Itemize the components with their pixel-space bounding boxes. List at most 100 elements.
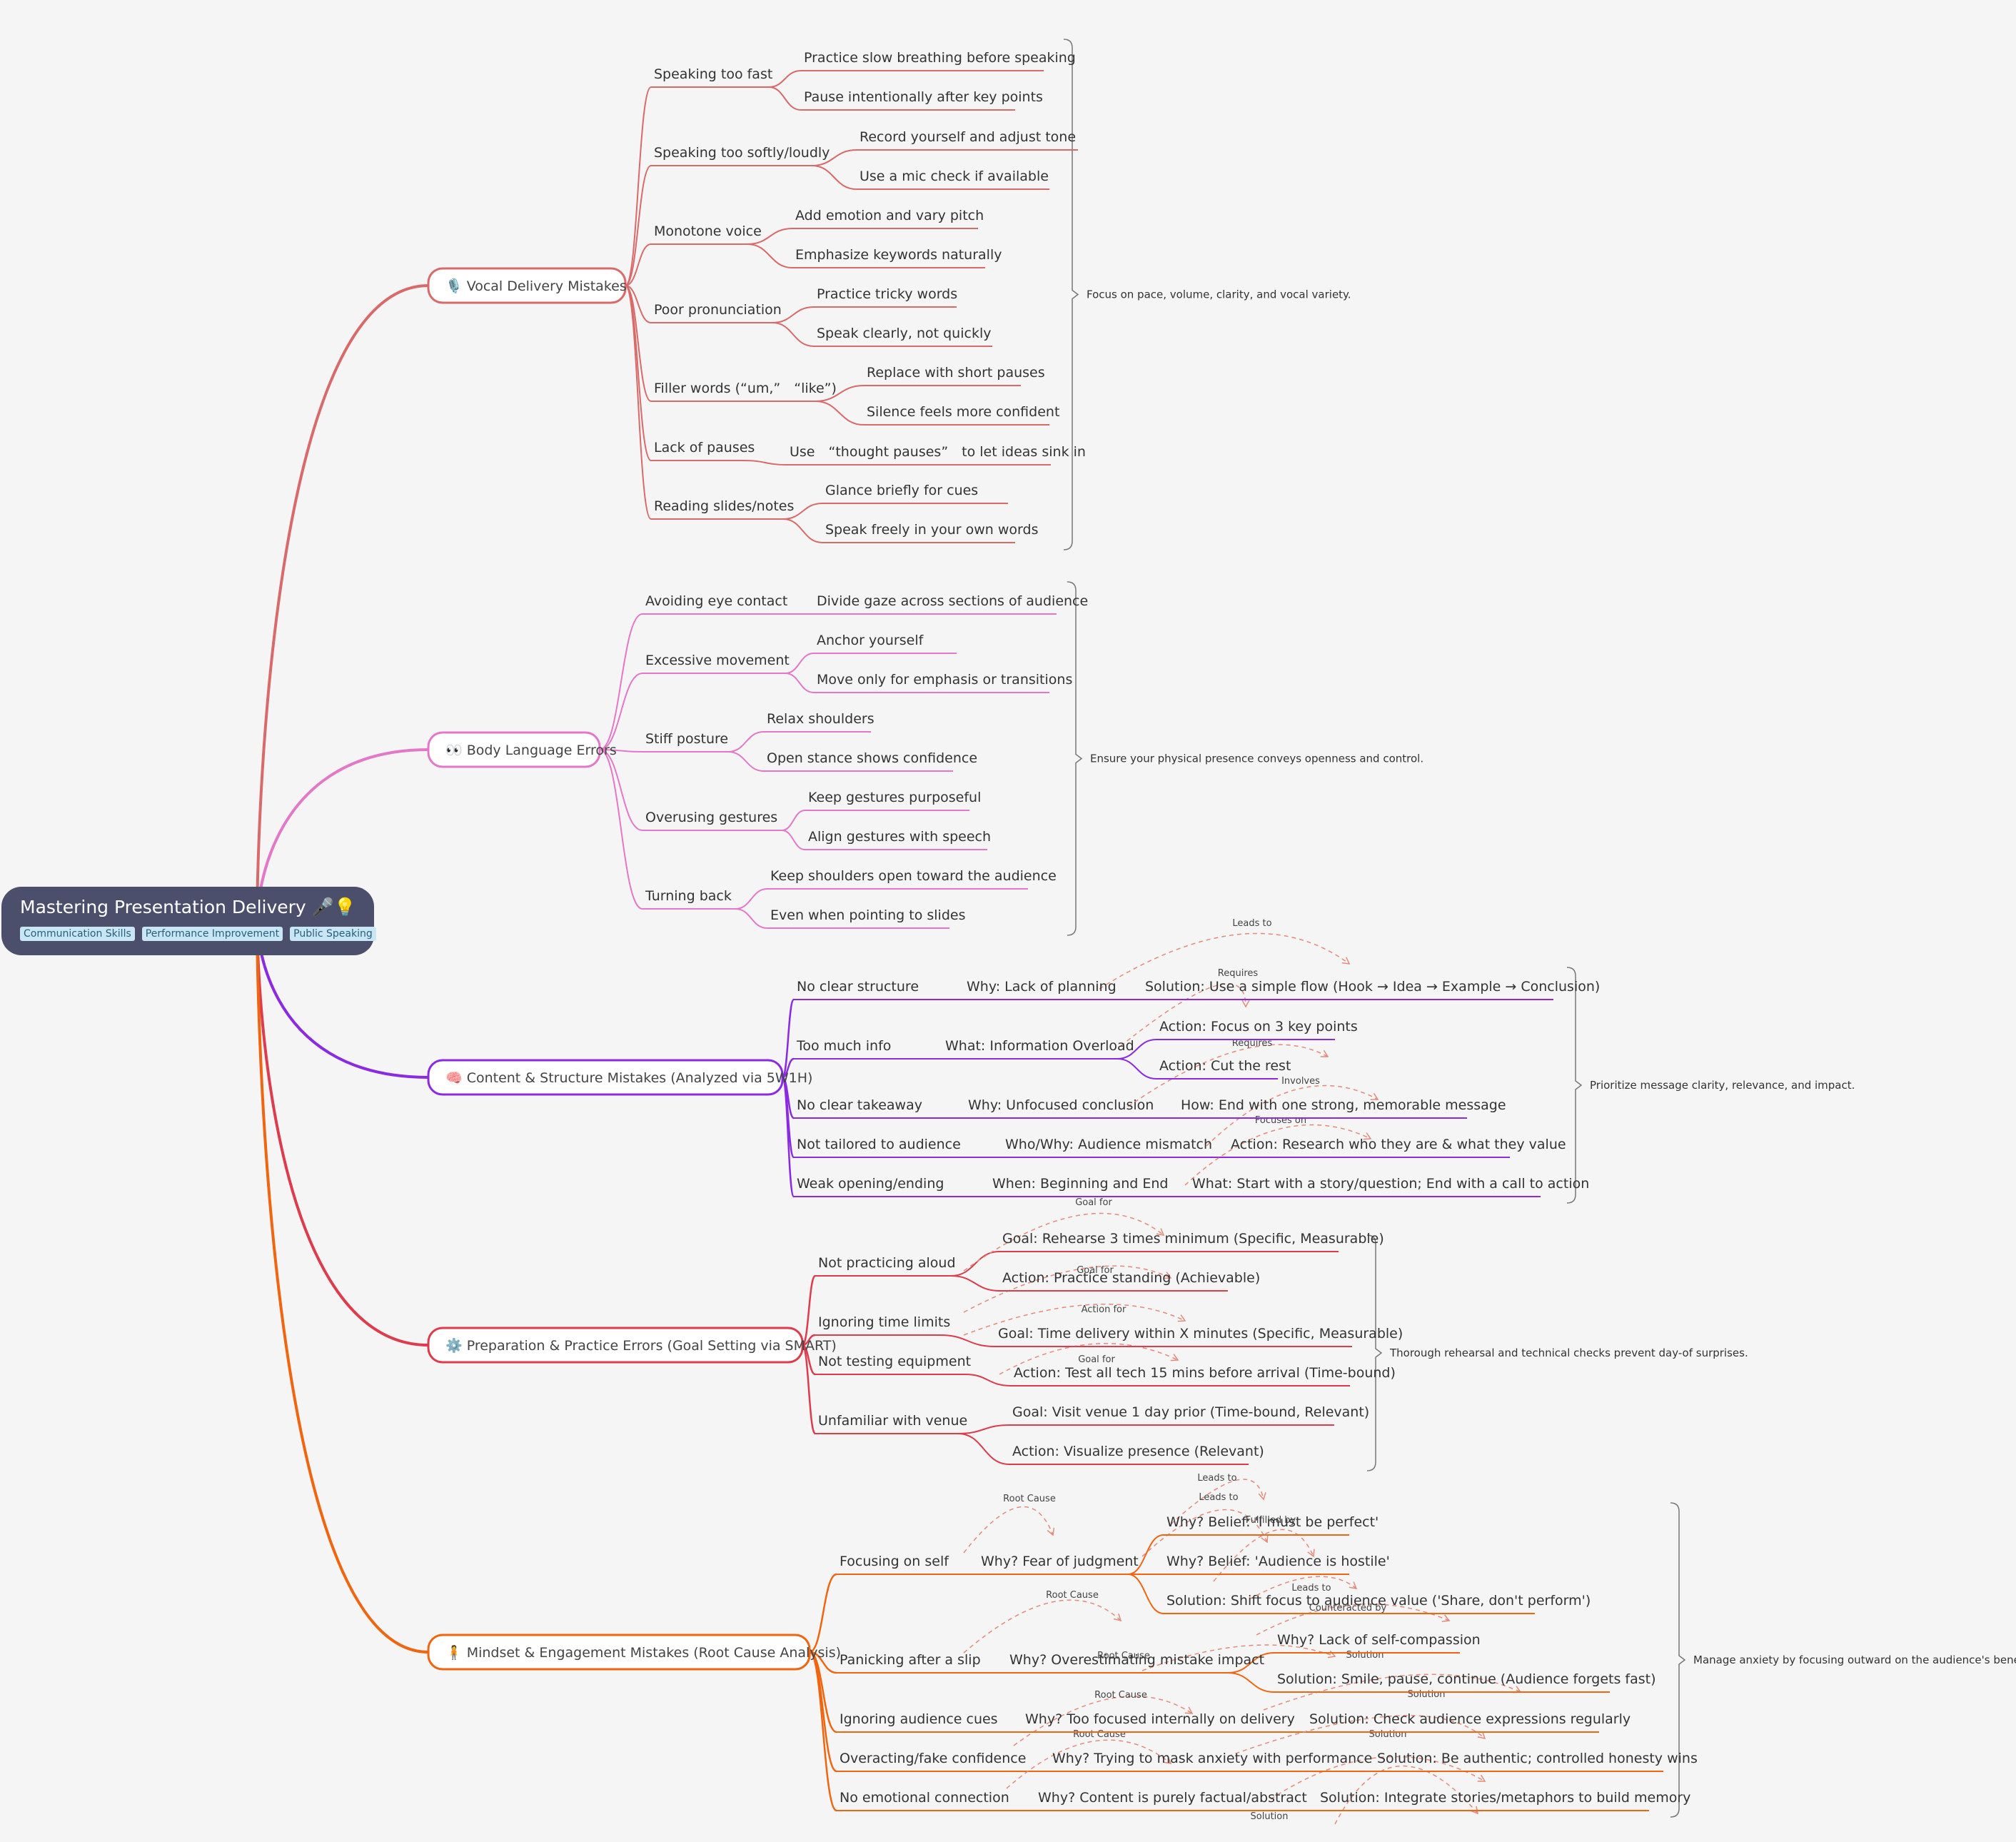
relation-arrow[interactable] [1013, 1696, 1194, 1746]
detail-item[interactable]: Glance briefly for cues [822, 483, 1008, 504]
subtopic-4[interactable]: Weak opening/ending [794, 1176, 944, 1197]
solution-item[interactable]: Solution: Shift focus to audience value … [1164, 1593, 1591, 1614]
subtopic-2[interactable]: Not testing equipment [815, 1354, 971, 1375]
detail-item[interactable]: Pause intentionally after key points [801, 89, 1043, 111]
relation-arrow[interactable] [1141, 1509, 1269, 1557]
subtopic-1[interactable]: Panicking after a slip [837, 1652, 981, 1674]
subtopic-2[interactable]: Ignoring audience cues [837, 1711, 998, 1733]
main-topic-content[interactable]: 🧠 Content & Structure Mistakes (Analyzed… [427, 1059, 812, 1096]
relation-arrow[interactable] [963, 1212, 1165, 1272]
subtopic-3[interactable]: Poor pronunciation [651, 302, 782, 323]
subtopic-4[interactable]: No emotional connection [837, 1790, 1009, 1811]
relation-arrow[interactable] [999, 1342, 1179, 1375]
main-topic-prep[interactable]: ⚙️ Preparation & Practice Errors (Goal S… [427, 1327, 837, 1364]
subtopic-3[interactable]: Overacting/fake confidence [837, 1751, 1026, 1772]
relation-arrow[interactable] [1256, 1604, 1451, 1636]
subtopic-5[interactable]: Lack of pauses [651, 440, 755, 461]
detail-item[interactable]: Silence feels more confident [864, 404, 1059, 426]
cause-item[interactable]: What: Information Overload [942, 1038, 1134, 1060]
relation-arrow[interactable] [963, 1599, 1122, 1654]
relation-arrow[interactable] [1099, 932, 1351, 990]
detail-item[interactable]: Practice tricky words [814, 286, 957, 308]
relation-arrow[interactable] [1127, 1044, 1329, 1107]
action-item[interactable]: How: End with one strong, memorable mess… [1178, 1097, 1506, 1119]
solution-item[interactable]: Why? Belief: 'I must be perfect' [1164, 1514, 1379, 1536]
goal-item[interactable]: Goal: Visit venue 1 day prior (Time-boun… [1009, 1404, 1369, 1426]
subtopic-2[interactable]: Stiff posture [642, 731, 728, 753]
relation-arrow[interactable] [1227, 1715, 1486, 1757]
subtopic-3[interactable]: Unfamiliar with venue [815, 1413, 967, 1434]
action-item[interactable]: Solution: Use a simple flow (Hook → Idea… [1142, 979, 1600, 1000]
goal-item[interactable]: Action: Visualize presence (Relevant) [1009, 1444, 1264, 1465]
cause-item[interactable]: Who/Why: Audience mismatch [1002, 1137, 1212, 1158]
solution-item[interactable]: Solution: Be authentic; controlled hones… [1374, 1751, 1698, 1772]
main-topic-mindset[interactable]: 🧍 Mindset & Engagement Mistakes (Root Ca… [427, 1634, 841, 1671]
detail-item[interactable]: Divide gaze across sections of audience [814, 593, 1088, 615]
relation-arrow[interactable] [1263, 1674, 1522, 1711]
solution-item[interactable]: Solution: Smile, pause, continue (Audien… [1274, 1671, 1656, 1693]
subtopic-4[interactable]: Filler words (“um,” “like”) [651, 381, 837, 402]
detail-item[interactable]: Anchor yourself [814, 633, 957, 654]
relation-arrow[interactable] [1213, 1529, 1315, 1582]
relation-arrow[interactable] [1006, 1739, 1172, 1789]
detail-item[interactable]: Open stance shows confidence [764, 750, 977, 772]
action-item[interactable]: Action: Cut the rest [1156, 1058, 1291, 1079]
detail-item[interactable]: Record yourself and adjust tone [857, 129, 1078, 151]
subtopic-0[interactable]: Speaking too fast [651, 66, 772, 88]
relation-arrow[interactable] [963, 1506, 1055, 1554]
detail-item[interactable]: Use a mic check if available [857, 168, 1049, 190]
goal-item[interactable]: Action: Test all tech 15 mins before arr… [1011, 1365, 1396, 1386]
root-topic[interactable]: Mastering Presentation Delivery 🎤💡 Commu… [1, 887, 376, 955]
relation-arrow[interactable] [1270, 1756, 1486, 1800]
cause-item[interactable]: When: Beginning and End [989, 1176, 1168, 1197]
goal-item[interactable]: Goal: Time delivery within X minutes (Sp… [995, 1326, 1403, 1347]
subtopic-3[interactable]: Not tailored to audience [794, 1137, 961, 1158]
subtopic-4[interactable]: Turning back [642, 888, 735, 910]
cause-item[interactable]: Why? Trying to mask anxiety with perform… [1049, 1751, 1372, 1772]
relation-arrow[interactable] [1141, 1644, 1336, 1671]
cause-item[interactable]: Why? Overestimating mistake impact [1007, 1652, 1264, 1674]
cause-item[interactable]: Why? Fear of judgment [978, 1554, 1139, 1575]
main-topic-body[interactable]: 👀 Body Language Errors [427, 731, 617, 768]
subtopic-0[interactable]: Avoiding eye contact [642, 593, 787, 615]
detail-item[interactable]: Add emotion and vary pitch [792, 208, 984, 229]
goal-item[interactable]: Action: Practice standing (Achievable) [999, 1270, 1260, 1292]
detail-item[interactable]: Move only for emphasis or transitions [814, 672, 1072, 693]
detail-item[interactable]: Align gestures with speech [805, 829, 991, 850]
subtopic-1[interactable]: Ignoring time limits [815, 1314, 950, 1336]
detail-item[interactable]: Speak clearly, not quickly [814, 326, 992, 347]
subtopic-1[interactable]: Too much info [794, 1038, 891, 1060]
detail-item[interactable]: Speak freely in your own words [822, 522, 1039, 543]
subtopic-1[interactable]: Speaking too softly/loudly [651, 145, 830, 166]
subtopic-1[interactable]: Excessive movement [642, 653, 790, 674]
detail-item[interactable]: Even when pointing to slides [767, 907, 965, 929]
relation-arrow[interactable] [963, 1303, 1186, 1336]
relation-arrow[interactable] [963, 1265, 1172, 1313]
detail-item[interactable]: Keep shoulders open toward the audience [767, 868, 1057, 890]
solution-item[interactable]: Solution: Check audience expressions reg… [1306, 1711, 1631, 1733]
solution-item[interactable]: Solution: Integrate stories/metaphors to… [1317, 1790, 1690, 1811]
relation-arrow[interactable] [1120, 983, 1250, 1047]
detail-item[interactable]: Replace with short pauses [864, 365, 1045, 386]
cause-item[interactable]: Why? Content is purely factual/abstract [1035, 1790, 1307, 1811]
action-item[interactable]: Action: Research who they are & what the… [1228, 1137, 1566, 1158]
action-item[interactable]: Action: Focus on 3 key points [1156, 1019, 1358, 1040]
goal-item[interactable]: Goal: Rehearse 3 times minimum (Specific… [999, 1231, 1384, 1252]
detail-item[interactable]: Practice slow breathing before speaking [801, 50, 1076, 71]
detail-item[interactable]: Relax shoulders [764, 711, 875, 733]
solution-item[interactable]: Why? Lack of self-compassion [1274, 1632, 1481, 1654]
detail-item[interactable]: Keep gestures purposeful [805, 790, 981, 811]
subtopic-3[interactable]: Overusing gestures [642, 810, 782, 831]
subtopic-2[interactable]: No clear takeaway [794, 1097, 922, 1119]
relation-arrow[interactable] [1334, 1766, 1479, 1825]
subtopic-0[interactable]: No clear structure [794, 979, 919, 1000]
relation-arrow[interactable] [1170, 1479, 1266, 1525]
subtopic-0[interactable]: Focusing on self [837, 1554, 951, 1575]
relation-arrow[interactable] [1249, 1576, 1358, 1600]
relation-arrow[interactable] [1184, 1124, 1372, 1186]
detail-item[interactable]: Emphasize keywords naturally [792, 247, 1002, 268]
cause-item[interactable]: Why: Lack of planning [964, 979, 1117, 1000]
main-topic-vocal[interactable]: 🎙️ Vocal Delivery Mistakes [427, 267, 627, 304]
cause-item[interactable]: Why: Unfocused conclusion [965, 1097, 1154, 1119]
subtopic-0[interactable]: Not practicing aloud [815, 1255, 956, 1277]
